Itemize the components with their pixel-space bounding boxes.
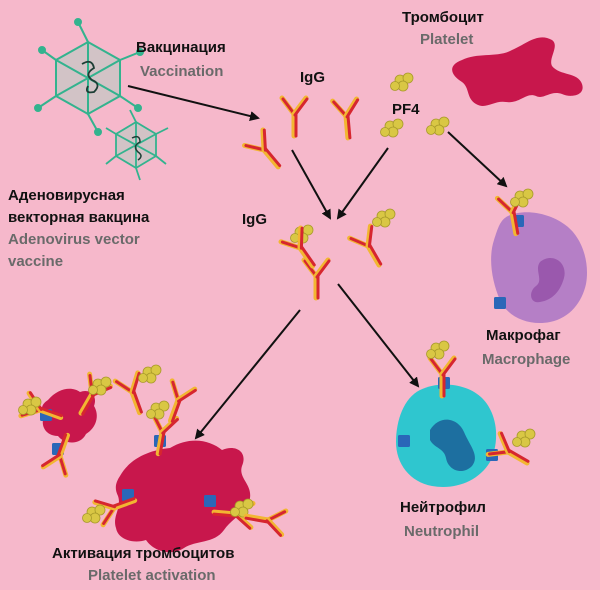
activated-platelet-large (82, 364, 286, 553)
arrow-pf4-to-complex (336, 147, 389, 220)
pf4-cluster-1 (390, 72, 414, 92)
platelet-cell-top (452, 37, 583, 106)
label-neutrophil-ru: Нейтрофил (400, 499, 486, 516)
label-macrophage-ru: Макрофаг (486, 327, 561, 344)
label-platelet-ru: Тромбоцит (402, 9, 484, 26)
arrow-pf4-to-macrophage (447, 131, 508, 188)
label-vaccination-ru: Вакцинация (136, 39, 226, 56)
arrow-igg-to-complex (291, 149, 331, 220)
arrow-complex-to-platelet-activation (194, 309, 301, 440)
label-adenovirus-en-2: vaccine (8, 253, 64, 270)
label-adenovirus-en-1: Adenovirus vector (8, 231, 140, 248)
label-activation-en: Platelet activation (88, 567, 216, 584)
arrow-vaccine-to-igg (127, 85, 260, 121)
antibody-mid-left (281, 227, 323, 272)
macrophage-cell (491, 188, 588, 324)
label-adenovirus-ru-2: векторная вакцина (8, 209, 150, 226)
label-adenovirus-ru-1: Аденовирусная (8, 187, 125, 204)
antibody-3 (245, 129, 289, 174)
antibody-2 (333, 99, 361, 139)
pf4-cluster-mid-2 (372, 208, 396, 228)
arrow-complex-to-neutrophil (337, 283, 420, 388)
activated-platelet-small (18, 374, 112, 475)
label-pf4: PF4 (392, 101, 420, 118)
label-vaccination-en: Vaccination (140, 63, 224, 80)
label-activation-ru: Активация тромбоцитов (52, 545, 235, 562)
neutrophil-cell (396, 340, 535, 487)
label-platelet-en: Platelet (420, 31, 474, 48)
adenovirus-large (34, 18, 144, 136)
antibody-1 (282, 98, 307, 136)
pf4-cluster-2 (380, 118, 404, 138)
antibody-mid-right (350, 226, 391, 271)
label-igg-top: IgG (300, 69, 325, 86)
label-macrophage-en: Macrophage (482, 351, 571, 368)
adenovirus-small (105, 109, 169, 181)
label-igg-mid: IgG (242, 211, 267, 228)
pf4-cluster-3 (426, 116, 450, 136)
antibody-central (304, 260, 329, 298)
label-neutrophil-en: Neutrophil (404, 523, 479, 540)
